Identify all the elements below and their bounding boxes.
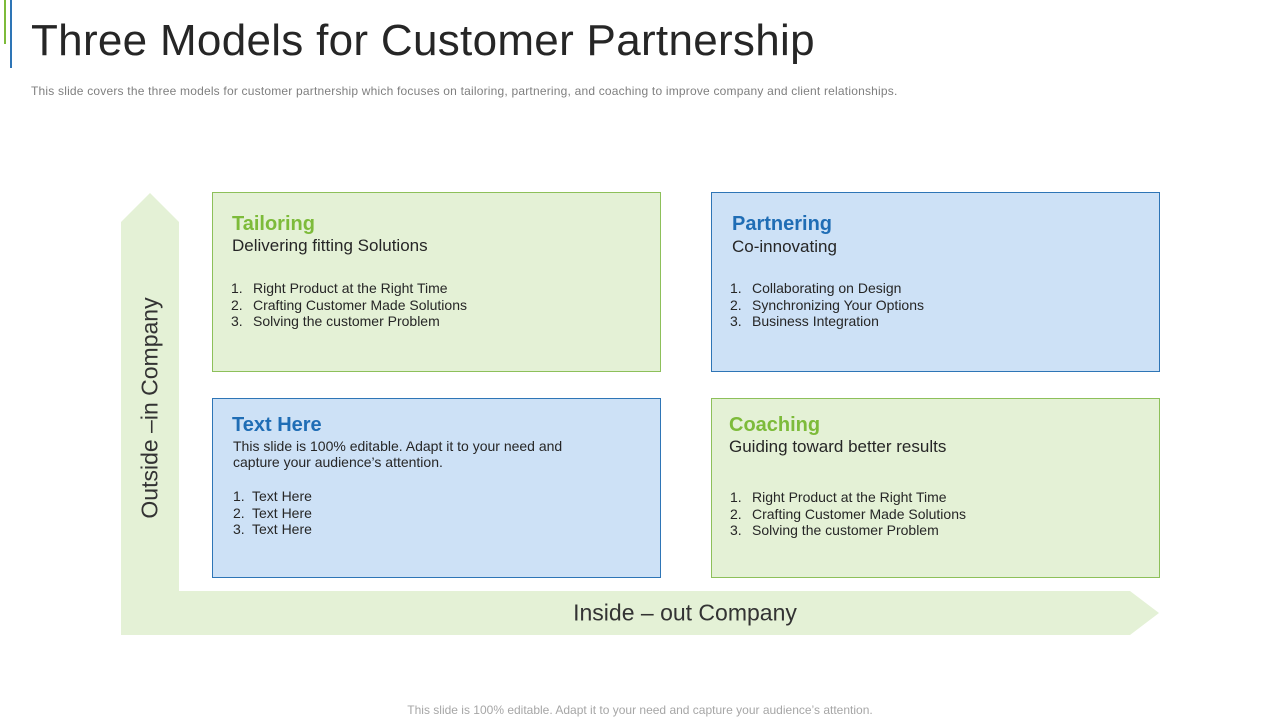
quadrant-heading: Coaching	[729, 414, 821, 436]
quadrant-subheading: Co-innovating	[732, 237, 837, 256]
list-item: 3.Solving the customer Problem	[231, 313, 440, 329]
list-item: 1.Collaborating on Design	[730, 280, 902, 296]
list-item: 3.Text Here	[233, 521, 312, 537]
list-item: 1.Text Here	[233, 488, 312, 504]
quadrant-coaching: Coaching Guiding toward better results 1…	[711, 398, 1160, 578]
list-item: 2.Text Here	[233, 504, 312, 521]
list-item: 2.Crafting Customer Made Solutions	[730, 505, 966, 522]
vertical-axis-label: Outside –in Company	[136, 297, 163, 519]
quadrant-text-here: Text Here This slide is 100% editable. A…	[212, 398, 661, 578]
quadrant-list: 1.Right Product at the Right Time 2.Craf…	[231, 280, 467, 330]
list-item: 3.Business Integration	[730, 313, 879, 329]
list-item: 3.Solving the customer Problem	[730, 522, 939, 538]
quadrant-list: 1.Right Product at the Right Time 2.Craf…	[730, 489, 966, 539]
quadrant-subheading: Delivering fitting Solutions	[232, 236, 428, 255]
list-item: 2.Crafting Customer Made Solutions	[231, 296, 467, 313]
quadrant-tailoring: Tailoring Delivering fitting Solutions 1…	[212, 192, 661, 372]
quadrant-heading: Partnering	[732, 213, 833, 235]
slide-subtitle: This slide covers the three models for c…	[31, 84, 898, 98]
horizontal-axis-label: Inside – out Company	[573, 599, 797, 626]
list-item: 1.Right Product at the Right Time	[231, 280, 448, 296]
quadrant-subheading: Guiding toward better results	[729, 437, 947, 456]
quadrant-list: 1.Collaborating on Design 2.Synchronizin…	[730, 280, 924, 330]
list-item: 1.Right Product at the Right Time	[730, 489, 947, 505]
quadrant-list: 1.Text Here 2.Text Here 3.Text Here	[233, 488, 312, 538]
list-item: 2.Synchronizing Your Options	[730, 296, 924, 313]
slide-title: Three Models for Customer Partnership	[31, 16, 815, 65]
quadrant-heading: Text Here	[232, 414, 322, 436]
title-accent-bar-blue	[10, 0, 12, 68]
slide-footer: This slide is 100% editable. Adapt it to…	[407, 703, 873, 717]
quadrant-heading: Tailoring	[232, 213, 315, 235]
title-accent-bar	[4, 0, 6, 44]
quadrant-partnering: Partnering Co-innovating 1.Collaborating…	[711, 192, 1160, 372]
quadrant-description: This slide is 100% editable. Adapt it to…	[233, 438, 563, 470]
